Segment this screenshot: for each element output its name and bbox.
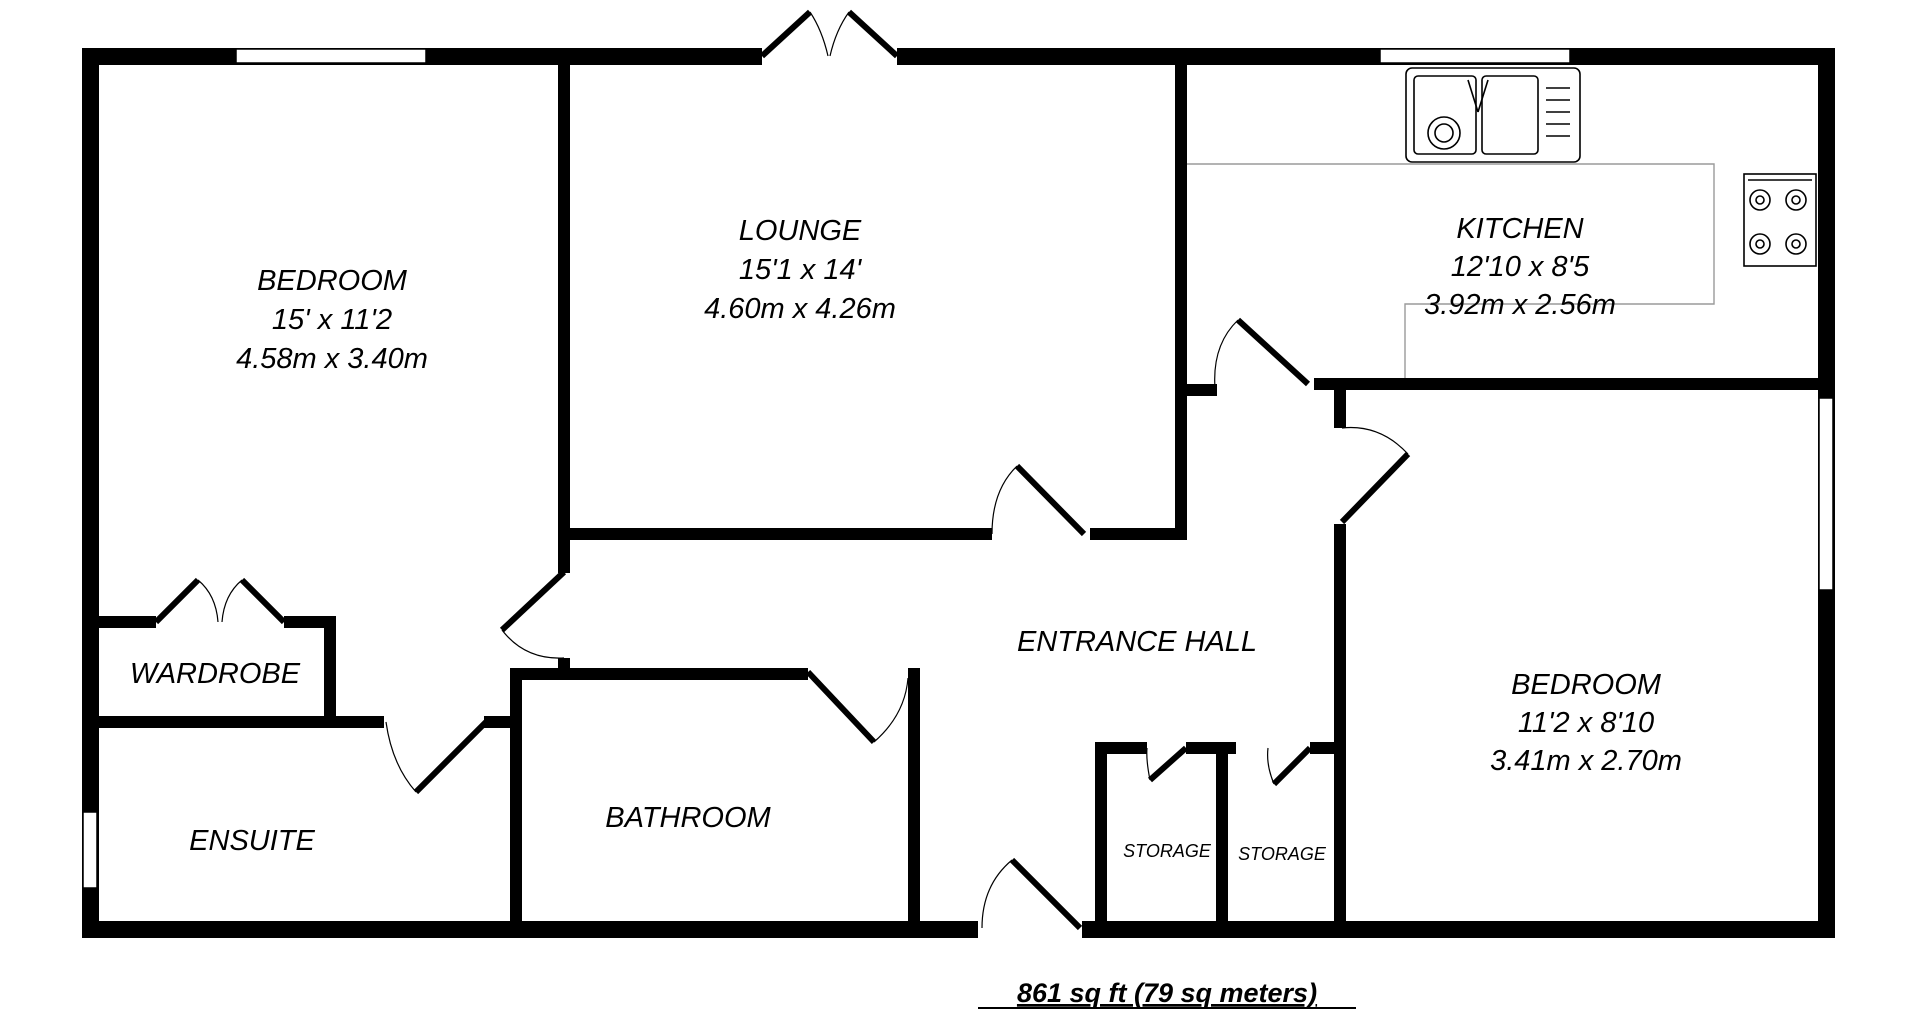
wall-bedroom-lounge (558, 60, 570, 573)
bedroom2-metric: 3.41m x 2.70m (1490, 745, 1682, 777)
sink-icon (1405, 67, 1581, 163)
wall-ensuite-top-right (484, 716, 514, 728)
windows (82, 48, 1834, 889)
lounge-metric: 4.60m x 4.26m (704, 293, 896, 325)
total-area: 861 sq ft (79 sq meters) (1017, 978, 1317, 1008)
hob-icon (1743, 173, 1817, 267)
wall-lounge-bottom-right (1090, 528, 1187, 540)
storage1-name: STORAGE (1123, 841, 1212, 861)
doors (153, 9, 1411, 931)
kitchen-imperial: 12'10 x 8'5 (1451, 251, 1590, 283)
bathroom-door (805, 669, 909, 745)
kitchen-counter (1187, 163, 1715, 378)
window-kitchen (1379, 48, 1571, 64)
wall-storage-mid (1216, 742, 1228, 924)
ensuite-name: ENSUITE (189, 825, 315, 857)
wall-ensuite-top-left (92, 716, 384, 728)
exterior-walls (82, 48, 1835, 938)
window-ensuite (82, 811, 98, 889)
lounge-name: LOUNGE (739, 215, 862, 247)
kitchen-name: KITCHEN (1456, 213, 1583, 245)
bedroom2-imperial: 11'2 x 8'10 (1518, 707, 1654, 739)
storage1-door (1146, 745, 1188, 783)
wall-bedroom2-left-lower (1334, 524, 1346, 928)
wardrobe-name: WARDROBE (130, 658, 301, 690)
kitchen-fixtures (1187, 67, 1817, 378)
storage2-door (1267, 745, 1313, 787)
wall-bedroom2-left-upper (1334, 390, 1346, 428)
wall-lounge-kitchen (1175, 60, 1187, 530)
lounge-french-door (759, 9, 900, 59)
interior-walls (92, 60, 1824, 928)
kitchen-door (1214, 317, 1311, 389)
wall-bathroom-top (510, 668, 808, 680)
bedroom2-door (1339, 426, 1411, 525)
wall-wardrobe-top-right (284, 616, 336, 628)
wall-storage-top-mid (1186, 742, 1236, 754)
bedroom1-imperial: 15' x 11'2 (272, 304, 392, 336)
wall-bedroom-hall-lower (558, 658, 570, 670)
kitchen-metric: 3.92m x 2.56m (1424, 289, 1616, 321)
bedroom1-metric: 4.58m x 3.40m (236, 343, 428, 375)
wall-bottom-left (82, 921, 978, 938)
ensuite-door (385, 719, 489, 795)
entrance-hall-name: ENTRANCE HALL (1017, 626, 1257, 658)
bedroom2-name: BEDROOM (1511, 669, 1662, 701)
wall-wardrobe-right (324, 616, 336, 722)
window-bedroom2 (1818, 397, 1834, 591)
wall-bathroom-right (908, 668, 920, 924)
entrance-door (981, 857, 1083, 931)
wall-wardrobe-top-left (92, 616, 156, 628)
wall-kitchen-bottom-left (1187, 384, 1217, 396)
bedroom1-name: BEDROOM (257, 265, 408, 297)
wall-storage-top-left (1095, 742, 1147, 754)
wall-kitchen-bottom-right (1314, 378, 1824, 390)
wall-ensuite-bathroom (510, 668, 522, 924)
lounge-imperial: 15'1 x 14' (739, 254, 863, 286)
storage2-name: STORAGE (1238, 844, 1327, 864)
bedroom1-door (499, 569, 567, 659)
wall-bathroom-right-top (908, 668, 920, 680)
wall-left (82, 48, 99, 938)
wall-top-right (897, 48, 1835, 65)
wardrobe-door (153, 577, 287, 625)
window-bedroom1 (235, 48, 427, 64)
wall-storage-left (1095, 742, 1107, 924)
wall-lounge-bottom-left (558, 528, 992, 540)
room-labels: BEDROOM 15' x 11'2 4.58m x 3.40m LOUNGE … (130, 213, 1682, 864)
bathroom-name: BATHROOM (605, 802, 771, 834)
lounge-door (991, 463, 1087, 537)
wall-bottom-right (1082, 921, 1835, 938)
wall-storage-top-right (1310, 742, 1340, 754)
